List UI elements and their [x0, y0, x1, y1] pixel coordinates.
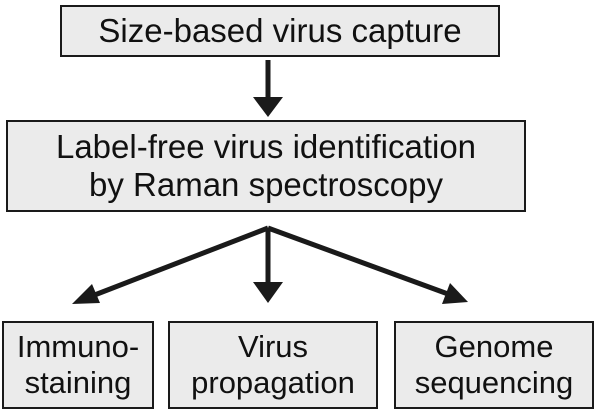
arrowhead-identification-to-sequencing	[442, 283, 468, 304]
step-virus-capture-text: Size-based virus capture	[98, 12, 462, 50]
arrowhead-identification-to-propagation	[253, 282, 283, 303]
step-genome-sequencing: Genome sequencing	[394, 321, 594, 409]
step-immunostaining-line-2: staining	[24, 365, 132, 400]
step-raman-identification-line-1: Label-free virus identification	[55, 128, 477, 166]
arrow-identification-to-immunostaining	[91, 225, 269, 299]
arrowhead-capture-to-identification	[253, 97, 283, 117]
step-raman-identification-line-2: by Raman spectroscopy	[89, 166, 443, 203]
step-immunostaining-line-1: Immuno-	[16, 329, 140, 365]
step-raman-identification: Label-free virus identification by Raman…	[6, 120, 526, 212]
step-immunostaining: Immuno- staining	[2, 321, 154, 409]
step-virus-propagation: Virus propagation	[168, 321, 378, 409]
step-virus-propagation-line-1: Virus	[237, 329, 309, 365]
arrowhead-identification-to-immunostaining	[72, 284, 100, 304]
step-virus-capture: Size-based virus capture	[60, 5, 500, 57]
arrow-identification-to-sequencing	[267, 225, 449, 297]
step-virus-propagation-line-2: propagation	[191, 365, 355, 400]
step-genome-sequencing-line-2: sequencing	[414, 365, 574, 400]
step-genome-sequencing-line-1: Genome	[434, 329, 554, 365]
